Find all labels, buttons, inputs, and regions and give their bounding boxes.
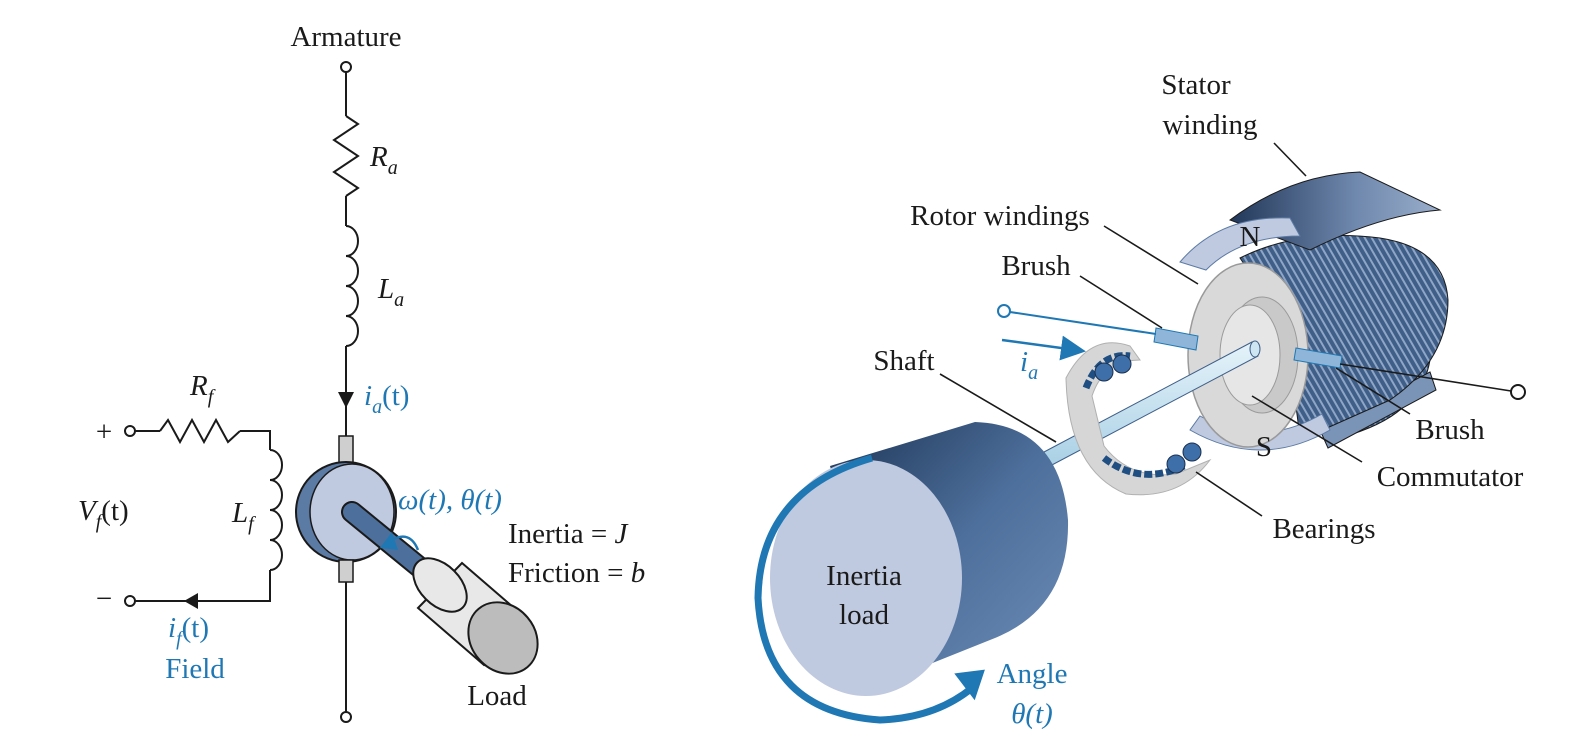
north-pole-label: N	[1240, 221, 1261, 253]
shaft-end	[1249, 340, 1261, 358]
bearing-balls-icon	[1094, 354, 1202, 474]
brush-top-leader	[1079, 275, 1163, 329]
brush-top-label: Brush	[1001, 250, 1071, 282]
rotor-windings-leader	[1103, 225, 1199, 285]
stator-leader	[1273, 142, 1307, 177]
brush-terminal-right	[1510, 384, 1526, 400]
armature-terminal-top	[340, 61, 352, 73]
motor-ia-label: ia	[1020, 346, 1038, 384]
angle-label-line1: Angle	[997, 658, 1068, 690]
rotation-arrow-line	[391, 535, 420, 551]
load-label: Load	[467, 680, 527, 712]
ia-arrow-icon	[338, 392, 354, 408]
if-arrow-icon	[184, 593, 198, 609]
brush-right-block	[1293, 347, 1343, 369]
circuit-schematic: Armature Ra La ia(t) Load ω(t), θ(t) Ine…	[78, 21, 645, 723]
friction-label: Friction = b	[508, 557, 645, 589]
plus-sign: +	[96, 416, 112, 448]
angle-label-line2: θ(t)	[1011, 698, 1053, 730]
vf-label: Vf(t)	[78, 495, 129, 533]
inductor-lf	[269, 449, 283, 571]
stator-upper-shoe	[1179, 217, 1301, 271]
shaft-leader	[939, 373, 1057, 443]
commutator-label: Commutator	[1377, 461, 1524, 493]
if-label: if(t)	[168, 612, 209, 650]
brush-right-leader	[1335, 367, 1411, 415]
brush-right-label: Brush	[1415, 414, 1485, 446]
field-wire	[135, 570, 271, 602]
field-wire	[240, 430, 271, 450]
stator-label-line2: winding	[1162, 109, 1257, 141]
rotation-arrow-icon	[380, 532, 398, 550]
load-cylinder	[412, 557, 539, 675]
armature-label: Armature	[290, 21, 401, 53]
south-pole-label: S	[1256, 431, 1272, 463]
brush-wire-right	[1339, 363, 1512, 392]
armature-terminal-bottom	[340, 711, 352, 723]
brush-wire-left	[1009, 311, 1157, 335]
angle-arrow-icon	[954, 669, 985, 701]
bearings-leader	[1195, 471, 1263, 517]
field-terminal-plus	[124, 425, 136, 437]
stator-label-line1: Stator	[1161, 69, 1231, 101]
inertia-load-face	[770, 460, 962, 696]
inertia-label: Inertia = J	[508, 518, 629, 550]
ia-arrow-icon	[1001, 335, 1086, 361]
inertia-load-label-line2: load	[839, 599, 889, 631]
ia-label: ia(t)	[364, 380, 409, 418]
resistor-ra	[332, 115, 360, 197]
rf-label: Rf	[189, 370, 216, 408]
ra-label: Ra	[369, 141, 398, 179]
bearings-label: Bearings	[1272, 513, 1375, 545]
brush-top-block	[1153, 327, 1199, 351]
resistor-rf	[159, 417, 241, 445]
lf-label: Lf	[231, 497, 256, 535]
motor-cutaway: Stator winding Rotor windings Brush Shaf…	[754, 69, 1526, 730]
angle-arrow-line	[754, 454, 975, 724]
omega-theta-label: ω(t), θ(t)	[398, 484, 502, 516]
field-label: Field	[165, 653, 225, 685]
commutator-leader	[1251, 395, 1363, 463]
motor-shaft-bottom	[338, 559, 354, 583]
minus-sign: −	[96, 583, 112, 615]
shaft-label: Shaft	[873, 345, 934, 377]
inertia-load-label-line1: Inertia	[826, 560, 902, 592]
brush-terminal-left	[997, 304, 1011, 318]
inductor-la	[345, 225, 359, 347]
la-label: La	[377, 273, 404, 311]
field-terminal-minus	[124, 595, 136, 607]
rotor-windings-label: Rotor windings	[910, 200, 1090, 232]
bearing-race-top	[1082, 352, 1131, 390]
